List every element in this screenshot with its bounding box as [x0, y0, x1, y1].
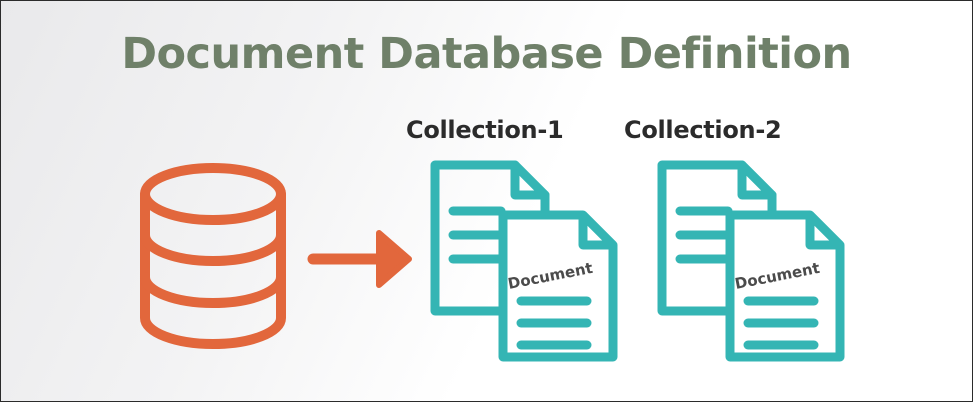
page-title: Document Database Definition [121, 29, 852, 79]
collection-2-label: Collection-2 [624, 116, 782, 144]
document-icon: Document [725, 210, 845, 362]
collection-1-label: Collection-1 [406, 116, 564, 144]
database-icon [140, 163, 286, 349]
collection-1-documents: Document [430, 160, 618, 362]
arrow-right-icon [307, 230, 412, 288]
document-icon: Document [498, 210, 618, 362]
collection-2-documents: Document [657, 160, 845, 362]
document-icon [430, 160, 550, 316]
